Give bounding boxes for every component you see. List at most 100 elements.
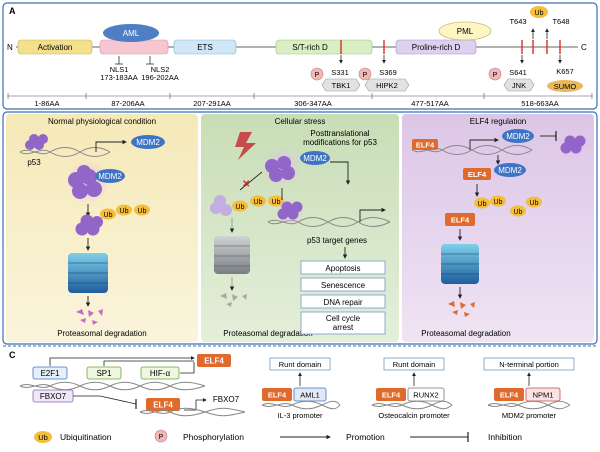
- ub-7: Ub: [478, 201, 487, 208]
- elf4-inhibited: [146, 398, 180, 411]
- panel-c: C E2F1 SP1 HIF-α ELF4 FBXO7 ELF4 FBXO7 R…: [3, 345, 597, 420]
- range-2: 87-206AA: [111, 99, 144, 108]
- peptide-fragments-1: [76, 309, 103, 325]
- mdm2-bound: [95, 169, 125, 183]
- panel-b: B Normal physiological condition Cellula…: [2, 111, 598, 345]
- phospho-badge-s641-label: P: [493, 72, 498, 79]
- k657-label: K657: [556, 67, 574, 76]
- fbxo7-label: FBXO7: [40, 392, 67, 401]
- nls1-range: 173-183AA: [100, 73, 138, 82]
- sumo-label: SUMO: [554, 82, 577, 91]
- ub-top-label: Ub: [535, 10, 544, 17]
- elf4-c-label-4: ELF4: [382, 391, 401, 400]
- panel-a-label: A: [9, 6, 16, 16]
- elf4-c-label-1: ELF4: [204, 357, 224, 366]
- ub-4: Ub: [236, 204, 245, 211]
- nls1-label: NLS1: [110, 65, 129, 74]
- mdm2-transcript: [131, 135, 165, 149]
- legend-ub-icon: [34, 431, 52, 443]
- runt-label-2: Runt domain: [393, 360, 436, 369]
- panel-a: A N C Activation ETS S/T-rich D Proline-…: [2, 2, 598, 110]
- elf4-bound-mdm2: [463, 168, 491, 180]
- p53-ubiquitinated: [75, 214, 103, 236]
- blocked-x-icon: ✕: [242, 179, 250, 190]
- range-ticks: [7, 93, 593, 99]
- ub-10: Ub: [530, 200, 539, 207]
- tbk1-kinase: [321, 78, 361, 92]
- outcome-senescence-label: Senescence: [321, 281, 366, 290]
- elf4-label-2: ELF4: [468, 170, 487, 179]
- hipk2-label: HIPK2: [376, 81, 398, 90]
- phospho-badge-s369-label: P: [363, 72, 368, 79]
- elf4-on-dna: [412, 139, 438, 150]
- stress-lightning-icon: [235, 132, 256, 160]
- nterm-box: [483, 357, 575, 371]
- ub-3: Ub: [138, 208, 147, 215]
- pml-label: PML: [457, 27, 474, 36]
- elf4-osteo: [376, 388, 406, 401]
- activation-domain-label: Activation: [38, 43, 73, 52]
- mdm2-bound-elf4: [494, 163, 526, 177]
- nls-region: [99, 39, 169, 55]
- site-s331-label: S331: [331, 68, 349, 77]
- aml-label: AML: [123, 29, 140, 38]
- col3-content: ELF4 MDM2 ELF4 MDM2 ELF4 Ub Ub Ub: [411, 129, 586, 338]
- elf4-c-label-3: ELF4: [268, 391, 287, 400]
- outcome-dna-repair: [300, 294, 386, 309]
- phospho-badge-s331: [310, 67, 324, 81]
- proteasome-2: [214, 236, 250, 274]
- col1-background: [6, 114, 198, 342]
- runx2-box: [407, 387, 445, 402]
- range-1: 1-86AA: [34, 99, 59, 108]
- ptm-line1: Posttranslational: [310, 129, 369, 138]
- aml-binding-partner: [103, 24, 159, 42]
- proline-rich-domain-label: Proline-rich D: [412, 43, 461, 52]
- phospho-badge-s641: [488, 67, 502, 81]
- site-s369-label: S369: [379, 68, 397, 77]
- range-5: 477-517AA: [411, 99, 449, 108]
- proteasome-1: [68, 253, 108, 293]
- peptide-fragments-2: [220, 293, 247, 307]
- runt-domain-box-2: [383, 357, 445, 371]
- ub-8: Ub: [494, 199, 503, 206]
- elf4-c-label-2: ELF4: [153, 401, 173, 410]
- outcome-cell-cycle-line1: Cell cycle: [326, 314, 361, 323]
- st-rich-domain-label: S/T-rich D: [292, 43, 328, 52]
- proteasome-3: [441, 244, 479, 284]
- mdm2-label-1: MDM2: [136, 138, 160, 147]
- ptm-line2: modifications for p53: [303, 138, 377, 147]
- ub-1: Ub: [104, 212, 113, 219]
- ub-2: Ub: [120, 208, 129, 215]
- legend-p-icon: [154, 429, 168, 443]
- elf4-c-label-5: ELF4: [500, 391, 519, 400]
- legend-p-text: P: [159, 434, 164, 441]
- e2f1-label: E2F1: [40, 369, 60, 378]
- legend-ub-text: Ub: [38, 433, 48, 442]
- aml1-label: AML1: [300, 391, 320, 400]
- n-terminus-label: N: [7, 43, 13, 52]
- site-s641-label: S641: [509, 68, 527, 77]
- outcome-senescence: [300, 277, 386, 292]
- legend: Ub Ubiquitination P Phosphorylation Prom…: [34, 429, 522, 443]
- mdm2-label-2: MDM2: [98, 172, 122, 181]
- elf4-label-3: ELF4: [451, 216, 470, 225]
- panel-c-label: C: [9, 350, 16, 360]
- ets-domain: [173, 39, 237, 55]
- npm1-box: [525, 387, 561, 402]
- elf4-il3: [262, 388, 292, 401]
- pml-binding-partner: [438, 21, 492, 41]
- mdm2-label-5: MDM2: [498, 166, 522, 175]
- runt-label-1: Runt domain: [279, 360, 322, 369]
- col1-content: p53 MDM2 MDM2 Ub Ub Ub: [19, 134, 165, 338]
- elf4-ubiquitinated: [445, 213, 475, 226]
- col1-degradation: Proteasomal degradation: [57, 329, 146, 338]
- phospho-badge-s331-label: P: [315, 72, 320, 79]
- p53-cluster-elf4: [560, 135, 586, 154]
- legend-ubiquitination: Ubiquitination: [60, 432, 112, 442]
- p53-faded: [210, 195, 232, 216]
- hif-label: HIF-α: [150, 369, 171, 378]
- il3-promoter-label: IL-3 promoter: [277, 411, 323, 420]
- jnk-label: JNK: [512, 81, 526, 90]
- col3-title: ELF4 regulation: [470, 117, 526, 126]
